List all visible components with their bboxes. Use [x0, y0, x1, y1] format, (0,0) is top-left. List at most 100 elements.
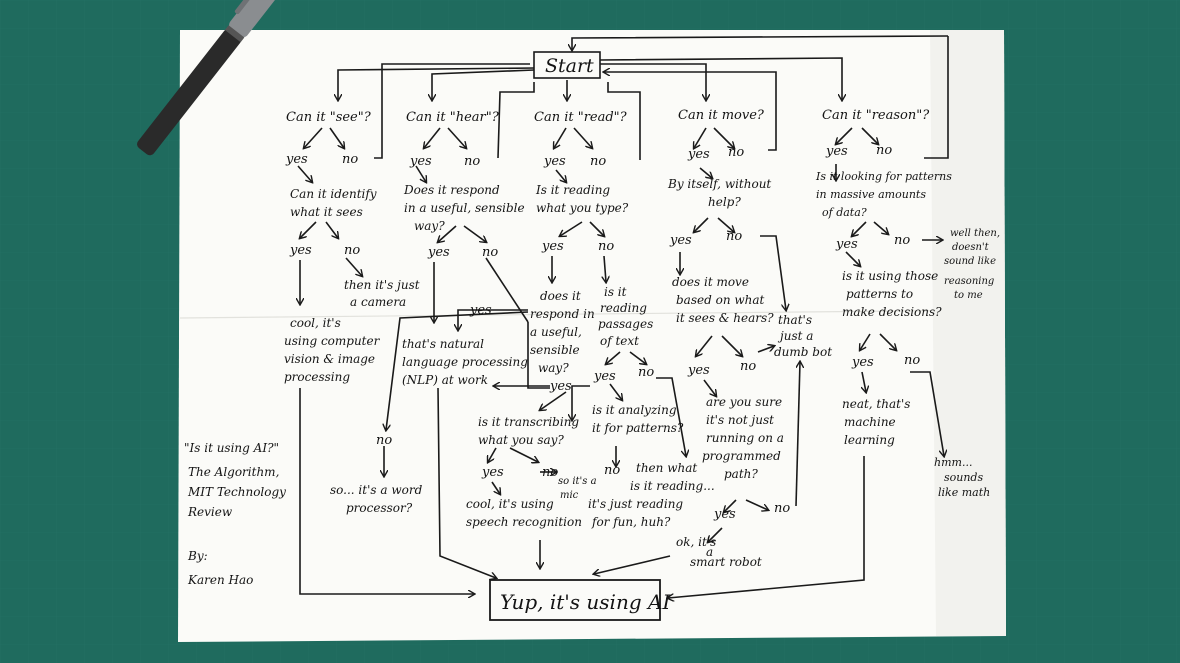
hear-q3-line2: what you say? [478, 433, 564, 447]
end-label: Yup, it's using AI [500, 590, 671, 614]
math-line3: like math [938, 486, 990, 499]
read-yes: yes [543, 154, 566, 169]
paper-sheet [178, 30, 1006, 642]
move-q3-line3: it sees & hears? [676, 311, 774, 325]
hear-yes2: yes [427, 245, 450, 260]
reason-yes3: yes [851, 355, 874, 370]
move-q4-line3: running on a [706, 431, 784, 445]
read-q5-line2: it for patterns? [592, 421, 684, 435]
reason-well-1: well then, [950, 228, 1000, 239]
move-q3-line2: based on what [676, 293, 765, 307]
hear-q3-line1: is it transcribing [478, 415, 579, 429]
see-question: Can it "see"? [286, 110, 372, 125]
move-q3-line1: does it move [672, 275, 749, 289]
smart-robot-line2: a [706, 545, 713, 559]
reason-no3: no [904, 353, 920, 368]
move-q4-line2: it's not just [706, 413, 774, 427]
read-then-line1: then what [636, 461, 697, 475]
hear-result-no-2: mic [560, 490, 579, 501]
reason-well-2: doesn't [952, 242, 990, 253]
math-line1: hmm... [934, 456, 972, 469]
credit-title: "Is it using AI?" [184, 441, 279, 455]
math-line2: sounds [944, 471, 983, 484]
see-no2: no [344, 243, 360, 258]
hear-no: no [464, 154, 480, 169]
move-q2-line2: help? [708, 195, 741, 209]
read-fun-line1: it's just reading [588, 497, 683, 511]
credit-author: Karen Hao [187, 573, 253, 587]
read-q3-line2: respond in [530, 307, 595, 321]
dumb-bot-line3: dumb bot [774, 345, 832, 359]
move-yes3: yes [687, 363, 710, 378]
reason-well-3: sound like [944, 256, 996, 267]
smart-robot-line1: ok, it's [676, 535, 716, 549]
reason-yes: yes [825, 144, 848, 159]
ml-line3: learning [844, 433, 895, 447]
nlp-line3: (NLP) at work [402, 373, 488, 387]
read-q3-yes: yes [549, 379, 572, 394]
reason-q2-line2: in massive amounts [816, 188, 926, 201]
read-q2-line1: Is it reading [535, 183, 610, 197]
paper-shadow-edge [930, 30, 1006, 636]
reason-yes2: yes [835, 237, 858, 252]
move-question: Can it move? [678, 108, 765, 123]
start-box [533, 51, 601, 79]
hear-q2-line1: Does it respond [403, 183, 500, 197]
see-result-no-2: a camera [350, 295, 406, 309]
see-q2-line1: Can it identify [290, 187, 377, 201]
word-processor-line1: so... it's a word [330, 483, 423, 497]
read-q2-line2: what you type? [536, 201, 629, 215]
see-no: no [342, 152, 358, 167]
pen-cap [229, 0, 300, 38]
read-q4-line2: reading [600, 301, 647, 315]
dumb-bot-line1: that's [778, 313, 812, 327]
read-question: Can it "read"? [534, 110, 628, 125]
move-no3: no [740, 359, 756, 374]
move-no2: no [726, 229, 742, 244]
credit-line2: The Algorithm, [188, 465, 279, 479]
read-q4-line4: of text [600, 334, 639, 348]
move-q4-line1: are you sure [706, 395, 782, 409]
hear-result-yes-2: speech recognition [466, 515, 582, 529]
move-yes2: yes [669, 233, 692, 248]
reason-q3-line3: make decisions? [842, 305, 942, 319]
read-no5: no [604, 463, 620, 478]
reason-question: Can it "reason"? [822, 108, 930, 123]
word-processor-no: no [376, 433, 392, 448]
pen-band [224, 25, 245, 43]
read-no4: no [638, 365, 654, 380]
read-no: no [590, 154, 606, 169]
connector-lines [298, 35, 949, 621]
read-q3-line5: way? [538, 361, 569, 375]
hear-result-yes-1: cool, it's using [466, 497, 554, 511]
hear-question: Can it "hear"? [406, 110, 500, 125]
read-yes2: yes [541, 239, 564, 254]
hear-result-no-1: so it's a [558, 476, 597, 487]
reason-q2-line3: of data? [822, 206, 867, 219]
hear-q2-line3: way? [414, 219, 445, 233]
pen-clip [234, 0, 275, 15]
move-no: no [728, 145, 744, 160]
hear-no2: no [482, 245, 498, 260]
read-yes-to-nlp: yes [469, 303, 492, 318]
word-processor-line2: processor? [346, 501, 413, 515]
read-q5-line1: is it analyzing [592, 403, 677, 417]
reason-q3-line2: patterns to [846, 287, 913, 301]
see-result-yes-4: processing [284, 370, 350, 384]
credit-by: By: [187, 549, 208, 563]
read-fun-line2: for fun, huh? [591, 515, 671, 529]
hear-yes: yes [409, 154, 432, 169]
ml-line2: machine [844, 415, 896, 429]
end-box [489, 579, 661, 621]
smart-robot-line3: smart robot [690, 555, 762, 569]
move-yes4: yes [713, 507, 736, 522]
ml-line1: neat, that's [842, 397, 910, 411]
see-result-yes-2: using computer [284, 334, 381, 348]
read-q4-line1: is it [604, 285, 627, 299]
see-yes2: yes [289, 243, 312, 258]
nlp-line2: language processing [402, 355, 528, 369]
read-no2: no [598, 239, 614, 254]
move-yes: yes [687, 147, 710, 162]
paper-fold [179, 309, 1005, 319]
credit-line3: MIT Technology [187, 485, 286, 499]
